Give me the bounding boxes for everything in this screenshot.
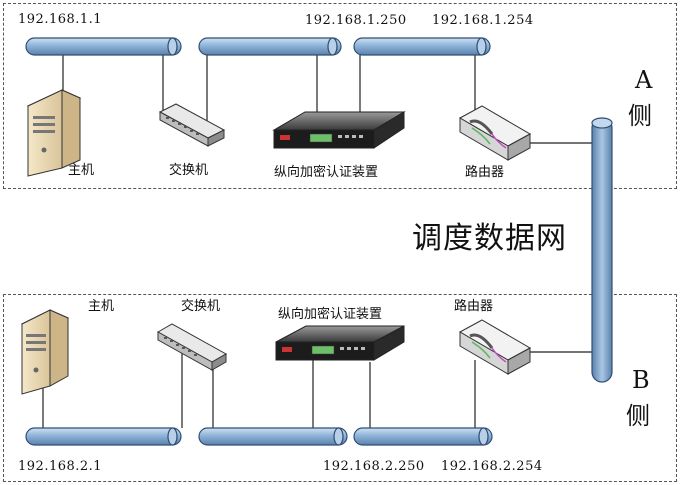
side-a-char: 侧 bbox=[628, 102, 652, 130]
bus-b-segment-1 bbox=[25, 427, 182, 446]
ip-a-host: 192.168.1.1 bbox=[18, 12, 103, 27]
router-a-icon bbox=[458, 105, 532, 161]
side-a-zone bbox=[3, 3, 677, 189]
label-a-host: 主机 bbox=[68, 163, 95, 178]
bus-a-segment-2 bbox=[198, 37, 342, 56]
label-b-encryptor: 纵向加密认证装置 bbox=[278, 307, 383, 322]
bus-b-segment-2 bbox=[198, 427, 348, 446]
side-b-letter: B bbox=[632, 366, 650, 394]
ip-b-router: 192.168.2.254 bbox=[441, 459, 543, 474]
bus-a bbox=[25, 37, 491, 56]
ip-b-encryptor: 192.168.2.250 bbox=[323, 459, 425, 474]
ip-a-router: 192.168.1.254 bbox=[432, 13, 534, 28]
host-b-icon bbox=[20, 309, 70, 395]
bus-b-segment-3 bbox=[353, 427, 493, 446]
label-a-encryptor: 纵向加密认证装置 bbox=[274, 165, 379, 180]
ip-b-host: 192.168.2.1 bbox=[18, 459, 103, 474]
side-b-char: 侧 bbox=[626, 402, 650, 430]
network-label: 调度数据网 bbox=[412, 221, 567, 256]
router-b-icon bbox=[458, 319, 532, 375]
label-a-switch: 交换机 bbox=[169, 163, 209, 178]
side-a-letter: A bbox=[635, 66, 653, 94]
switch-b-icon bbox=[156, 323, 228, 371]
label-b-switch: 交换机 bbox=[181, 299, 221, 314]
side-b-zone bbox=[3, 294, 677, 482]
switch-a-icon bbox=[158, 103, 226, 147]
label-b-router: 路由器 bbox=[454, 299, 494, 314]
label-b-host: 主机 bbox=[88, 299, 115, 314]
wan-pipe bbox=[591, 117, 613, 383]
label-a-router: 路由器 bbox=[465, 165, 505, 180]
bus-b bbox=[25, 427, 493, 446]
encryptor-a-icon bbox=[272, 111, 406, 149]
ip-a-encryptor: 192.168.1.250 bbox=[305, 13, 407, 28]
bus-a-segment-3 bbox=[353, 37, 491, 56]
host-a-icon bbox=[26, 89, 82, 177]
bus-a-segment-1 bbox=[25, 37, 182, 56]
encryptor-b-icon bbox=[275, 325, 405, 361]
